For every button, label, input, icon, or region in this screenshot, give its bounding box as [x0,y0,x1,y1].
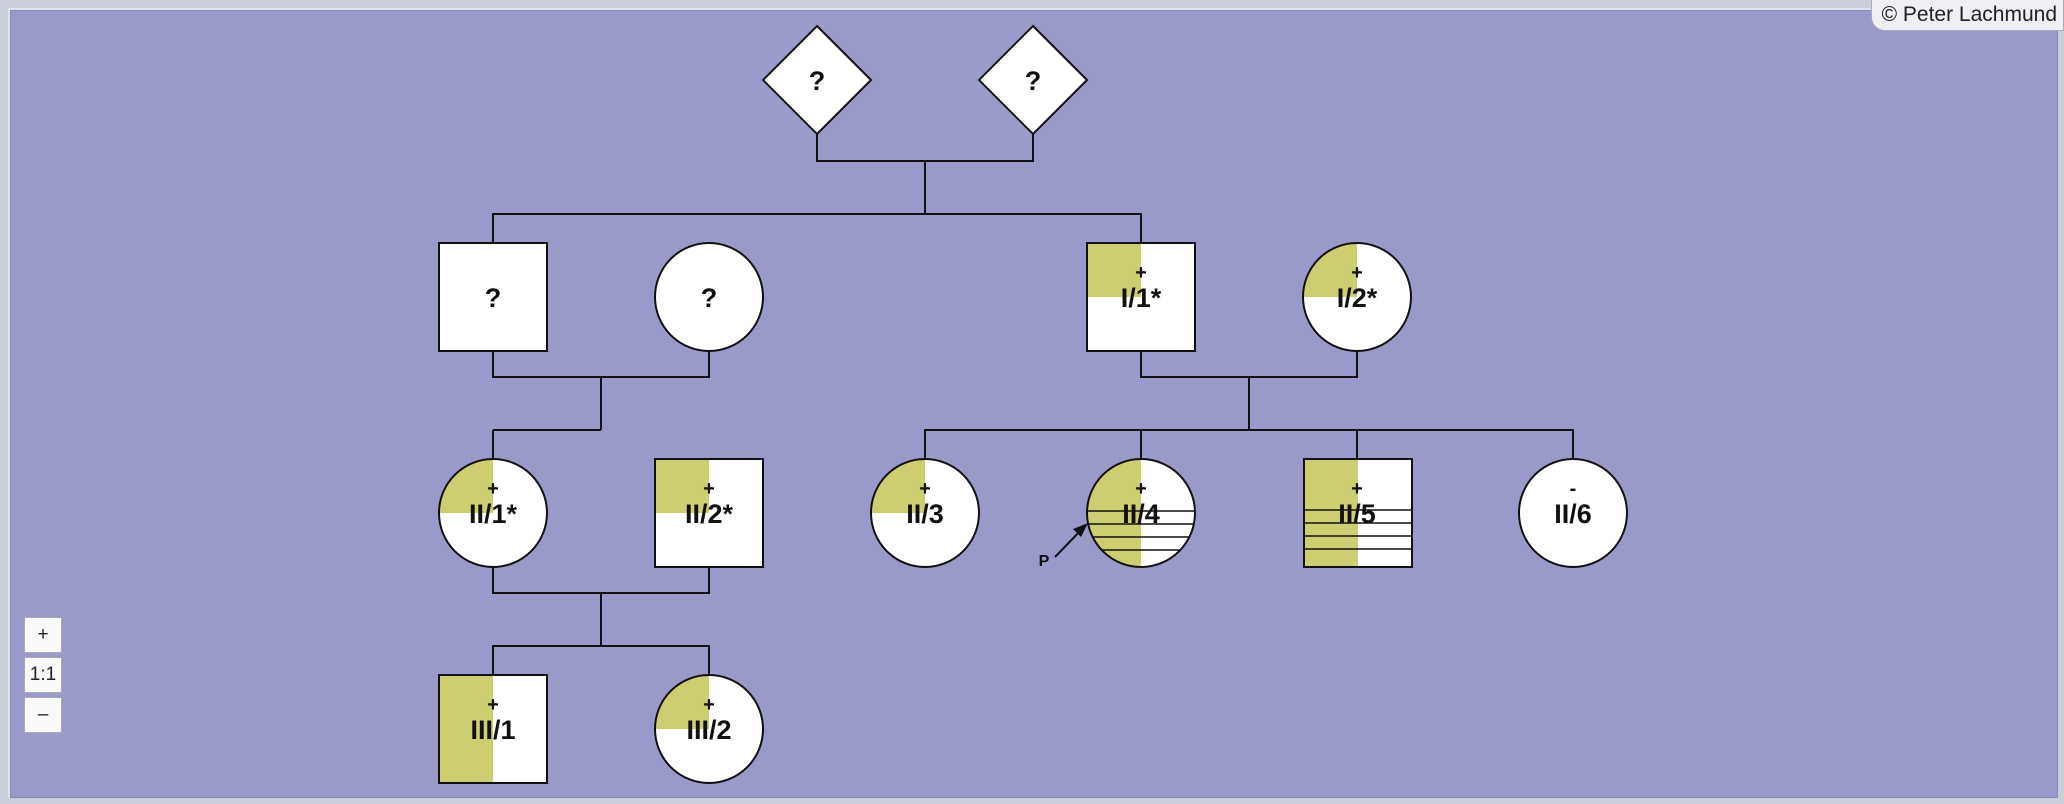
individual-label: ? [701,283,718,313]
genotype-mark: + [1135,262,1147,284]
hatch-lines [1087,510,1195,551]
individual-II-2[interactable]: + II/2* [654,458,764,568]
genotype-mark: + [487,694,499,716]
individual-III-2[interactable]: + III/2 [654,674,764,784]
genotype-mark: - [1570,478,1577,500]
zoom-reset-button[interactable]: 1:1 [24,657,62,693]
relationship-lines [492,134,1574,675]
genotype-mark: + [487,478,499,500]
individual-label: III/1 [470,715,515,745]
mating-line [1140,351,1358,378]
individual-label: I/1* [1121,283,1162,313]
individual-label: I/2* [1337,283,1378,313]
proband-label: P [1039,553,1050,570]
genotype-mark: + [1135,478,1147,500]
genotype-mark: + [703,694,715,716]
individual-II-1[interactable]: + II/1* [438,458,548,568]
individual-label: II/3 [906,499,944,529]
individual-unknown-mother[interactable]: ? [654,242,764,352]
sibship-line [924,429,1574,459]
sibship-line [492,645,710,675]
individual-III-1[interactable]: + III/1 [438,674,548,784]
genotype-mark: + [703,478,715,500]
individual-gp2[interactable]: ? [977,24,1089,136]
individual-II-3[interactable]: + II/3 [870,458,980,568]
individual-gp1[interactable]: ? [761,24,873,136]
mating-line [816,134,1034,162]
individual-label: ? [1025,66,1042,96]
individual-label: II/2* [685,499,734,529]
individual-II-4[interactable]: + II/4 [1085,458,1197,568]
hatch-lines [1304,509,1412,550]
individual-label: II/5 [1338,499,1376,529]
proband-indicator: P [1039,523,1088,570]
genotype-mark: + [1351,262,1363,284]
genotype-mark: + [919,478,931,500]
zoom-in-button[interactable]: + [24,617,62,653]
individual-label: III/2 [686,715,731,745]
individual-II-6[interactable]: - II/6 [1518,458,1628,568]
mating-line [492,567,710,594]
individual-II-5[interactable]: + II/5 [1303,458,1413,568]
individual-label: II/6 [1554,499,1592,529]
zoom-out-button[interactable]: – [24,697,62,733]
individual-I-1[interactable]: + I/1* [1086,242,1196,352]
mating-line [492,351,710,378]
individual-I-2[interactable]: + I/2* [1302,242,1412,352]
copyright-label: © Peter Lachmund [1870,0,2064,31]
sibship-line [492,213,1142,243]
genotype-mark: + [1351,478,1363,500]
individual-unknown-father[interactable]: ? [438,242,548,352]
individual-label: ? [485,283,502,313]
individual-label: II/4 [1122,499,1160,529]
individual-label: ? [809,66,826,96]
individual-label: II/1* [469,499,518,529]
